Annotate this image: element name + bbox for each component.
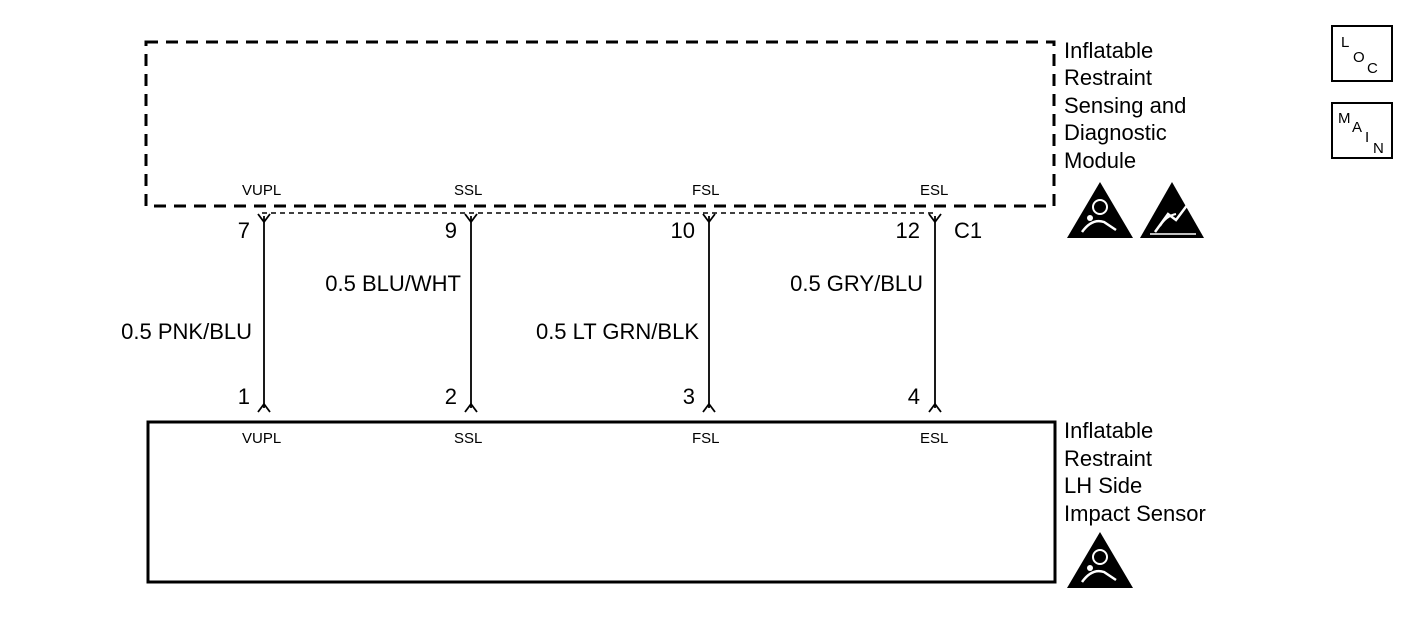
esd-warning-icon — [1140, 182, 1204, 238]
airbag-warning-icon — [1067, 532, 1133, 588]
svg-text:M: M — [1338, 110, 1351, 127]
svg-text:L: L — [1341, 34, 1349, 51]
sensor-pin-1: 1 — [238, 384, 250, 409]
svg-text:Sensing and: Sensing and — [1064, 93, 1186, 118]
main-nav-button[interactable]: M A I N — [1331, 102, 1393, 159]
sensor-signal-ssl: SSL — [454, 430, 482, 447]
sensor-signal-vupl: VUPL — [242, 430, 281, 447]
module-pin-12: 12 — [896, 218, 920, 243]
svg-text:Inflatable: Inflatable — [1064, 418, 1153, 443]
module-signal-fsl: FSL — [692, 182, 720, 199]
wire-label-1: 0.5 PNK/BLU — [121, 319, 252, 344]
sensor-signal-fsl: FSL — [692, 430, 720, 447]
svg-text:Restraint: Restraint — [1064, 446, 1152, 471]
sensor-signal-esl: ESL — [920, 430, 948, 447]
terminal-bottom-1 — [257, 402, 271, 413]
wire-label-2: 0.5 BLU/WHT — [325, 271, 461, 296]
module-signal-ssl: SSL — [454, 182, 482, 199]
terminal-bottom-3 — [702, 402, 716, 413]
loc-nav-button[interactable]: L O C — [1331, 25, 1393, 82]
svg-text:O: O — [1353, 49, 1365, 66]
sensor-pin-2: 2 — [445, 384, 457, 409]
module-name: Inflatable Restraint Sensing and Diagnos… — [1064, 38, 1186, 173]
module-pin-7: 7 — [238, 218, 250, 243]
svg-text:Module: Module — [1064, 148, 1136, 173]
sensor-pin-4: 4 — [908, 384, 920, 409]
wire-label-3: 0.5 LT GRN/BLK — [536, 319, 699, 344]
terminal-bottom-4 — [928, 402, 942, 413]
module-pin-9: 9 — [445, 218, 457, 243]
module-signal-esl: ESL — [920, 182, 948, 199]
svg-text:Impact Sensor: Impact Sensor — [1064, 501, 1206, 526]
svg-text:Restraint: Restraint — [1064, 65, 1152, 90]
svg-text:N: N — [1373, 140, 1384, 157]
svg-text:Diagnostic: Diagnostic — [1064, 120, 1167, 145]
connector-label: C1 — [954, 218, 982, 243]
module-pin-10: 10 — [671, 218, 695, 243]
terminal-bottom-2 — [464, 402, 478, 413]
sensor-name: Inflatable Restraint LH Side Impact Sens… — [1064, 418, 1206, 526]
svg-text:I: I — [1365, 129, 1369, 146]
svg-text:C: C — [1367, 60, 1378, 77]
sensor-pin-3: 3 — [683, 384, 695, 409]
svg-text:Inflatable: Inflatable — [1064, 38, 1153, 63]
svg-text:LH Side: LH Side — [1064, 473, 1142, 498]
module-box — [144, 40, 1056, 208]
terminal-top-9 — [464, 213, 478, 224]
wire-label-4: 0.5 GRY/BLU — [790, 271, 923, 296]
svg-text:A: A — [1352, 119, 1362, 136]
terminal-top-7 — [257, 213, 271, 224]
terminal-top-12 — [928, 213, 942, 224]
airbag-warning-icon — [1067, 182, 1133, 238]
sensor-box — [146, 420, 1057, 584]
module-signal-vupl: VUPL — [242, 182, 281, 199]
terminal-top-10 — [702, 213, 716, 224]
